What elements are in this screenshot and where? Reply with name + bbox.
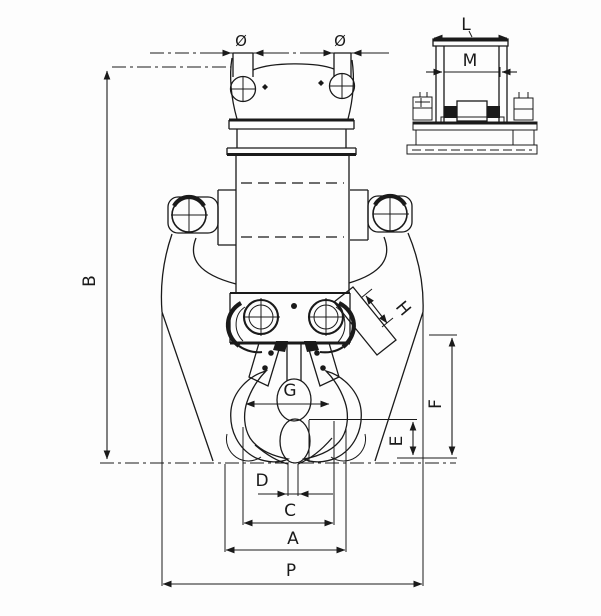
dimension-bracket-inner-width: M	[426, 51, 517, 77]
cylinder-body	[235, 155, 350, 293]
dimension-overall-height: B	[80, 70, 111, 460]
right-jaw	[301, 369, 362, 463]
dim-label-a: A	[287, 529, 299, 549]
dimension-closed-jaw-width: C	[242, 421, 335, 527]
center-stem	[286, 343, 302, 381]
right-trunnion	[350, 189, 413, 241]
right-spring	[487, 106, 500, 118]
left-link	[248, 342, 282, 387]
dimension-jaw-opening: G	[245, 381, 330, 408]
outer-shell	[160, 232, 424, 462]
dim-label-p: P	[286, 561, 296, 581]
dim-label-d: D	[255, 471, 268, 491]
dim-label-b: B	[80, 275, 100, 287]
center-bolt	[291, 303, 297, 309]
dimension-diameter-left: Ø	[210, 32, 277, 57]
dim-label-g: G	[283, 381, 296, 401]
upper-boss	[276, 378, 312, 422]
pivot-housing	[225, 291, 356, 354]
dimension-tine-height: F	[426, 334, 457, 456]
centerlines	[100, 52, 456, 464]
dim-label-m: M	[463, 51, 478, 71]
dimension-arm-width: H	[360, 288, 415, 328]
dimension-overall-width: P	[161, 305, 424, 588]
center-block	[456, 100, 488, 122]
claw-jaws	[225, 369, 367, 465]
dim-label-diameter-right: Ø	[334, 32, 346, 50]
right-bolt	[513, 97, 534, 110]
top-shackle	[226, 52, 357, 156]
dimension-diameter-right: Ø	[312, 32, 375, 57]
dimension-jaw-span: A	[224, 428, 347, 554]
front-view	[160, 52, 424, 465]
left-spring	[444, 106, 457, 118]
left-guard	[225, 301, 243, 348]
dim-label-e: E	[387, 436, 407, 447]
dimensions: Ø Ø B L M H G	[80, 15, 517, 588]
dim-label-diameter-left: Ø	[235, 32, 247, 50]
dimension-tip-gap: D	[255, 464, 333, 498]
dim-label-h: H	[391, 297, 415, 320]
base-block	[415, 129, 535, 146]
base-plate	[406, 144, 538, 155]
dim-label-l: L	[461, 15, 471, 35]
left-tip	[254, 444, 289, 465]
left-trunnion	[167, 189, 236, 246]
dimension-tip-height: E	[309, 419, 457, 459]
right-guard	[337, 301, 356, 349]
right-tip	[297, 437, 333, 465]
dimension-bracket-outer-width: L	[433, 15, 508, 42]
lower-boss	[279, 418, 311, 464]
dim-label-f: F	[426, 399, 446, 409]
dim-label-c: C	[284, 501, 296, 521]
